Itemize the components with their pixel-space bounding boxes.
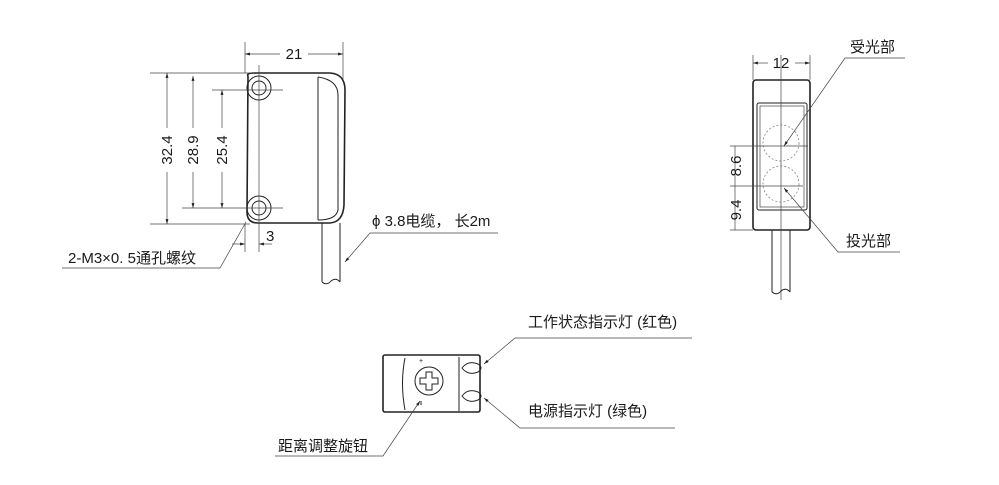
cable-side (771, 230, 791, 295)
emitter-label: 投光部 (846, 233, 891, 250)
distance-adjust-knob[interactable] (414, 366, 444, 396)
front-view: 21 32.4 28.9 25.4 3 2-M3×0. 5通孔螺纹 ϕ 3.8电… (62, 42, 498, 285)
power-indicator-label: 电源指示灯 (绿色) (528, 403, 647, 420)
cable-callout: ϕ 3.8电缆， 长2m (372, 213, 490, 230)
dim-height-28-9: 28.9 (185, 135, 202, 164)
dim-hole-pitch-25-4: 25.4 (214, 135, 231, 164)
dim-width-21: 21 (286, 46, 303, 63)
top-view: + 工作状态指示灯 (红色) 电源指示灯 (绿色) 距离调整旋钮 (275, 314, 692, 457)
sensor-body-front (246, 72, 346, 224)
distance-knob-label: 距离调整旋钮 (278, 438, 368, 455)
power-indicator-led (461, 390, 482, 402)
dim-height-32-4: 32.4 (159, 135, 176, 164)
receiver-label: 受光部 (850, 39, 895, 56)
operation-indicator-label: 工作状态指示灯 (红色) (528, 314, 677, 331)
side-view: 12 8.6 9.4 受光部 投光部 (728, 39, 905, 300)
dim-width-12: 12 (773, 55, 790, 72)
dim-9-4: 9.4 (728, 200, 745, 221)
operation-indicator-led (461, 362, 482, 374)
cable-front (321, 223, 341, 285)
thread-callout: 2-M3×0. 5通孔螺纹 (68, 250, 196, 267)
plus-mark-icon: + (419, 358, 423, 365)
dim-hole-offset-3: 3 (266, 228, 274, 245)
dim-8-6: 8.6 (728, 156, 745, 177)
sensor-body-side (752, 79, 811, 231)
